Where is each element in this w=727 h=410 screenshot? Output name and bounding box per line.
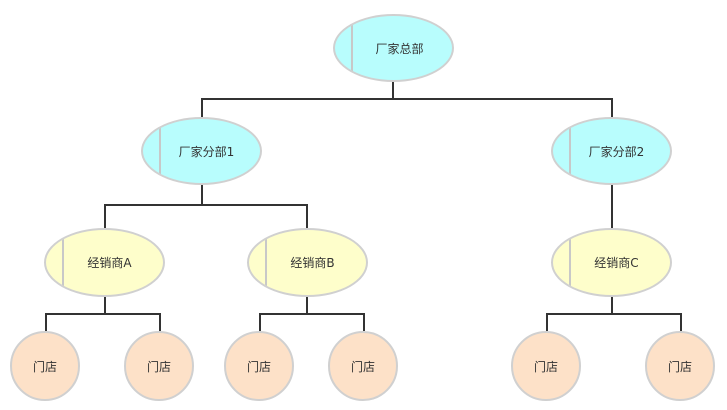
node-divider — [265, 239, 267, 286]
node-hq[interactable]: 厂家总部 — [333, 14, 454, 82]
node-store[interactable]: 门店 — [328, 331, 398, 401]
node-store-label: 门店 — [533, 359, 558, 374]
node-dealer-c[interactable]: 经销商C — [551, 228, 672, 297]
node-store-label: 门店 — [350, 359, 375, 374]
connector-dealerC-store-bus — [546, 313, 682, 331]
node-dealer-c-label: 经销商C — [594, 256, 639, 270]
connector-branch1-dealer-bus — [104, 204, 308, 228]
node-branch-1[interactable]: 厂家分部1 — [141, 117, 262, 185]
node-store[interactable]: 门店 — [511, 331, 581, 401]
node-dealer-a[interactable]: 经销商A — [44, 228, 165, 297]
node-store-label: 门店 — [246, 359, 271, 374]
node-store[interactable]: 门店 — [224, 331, 294, 401]
node-store-label: 门店 — [667, 359, 692, 374]
node-store-label: 门店 — [32, 359, 57, 374]
node-dealer-b-label: 经销商B — [290, 256, 335, 270]
node-divider — [159, 127, 161, 175]
node-divider — [62, 239, 64, 286]
connector-dealerB-store-bus — [259, 313, 365, 331]
node-store[interactable]: 门店 — [10, 331, 80, 401]
node-hq-label: 厂家总部 — [375, 41, 424, 56]
node-store-label: 门店 — [146, 359, 171, 374]
node-branch-2-label: 厂家分部2 — [588, 144, 645, 159]
node-branch-1-label: 厂家分部1 — [178, 144, 235, 159]
node-divider — [569, 239, 571, 286]
node-dealer-b[interactable]: 经销商B — [247, 228, 368, 297]
node-branch-2[interactable]: 厂家分部2 — [551, 117, 672, 185]
connector-dealerA-store-bus — [45, 313, 161, 331]
node-store[interactable]: 门店 — [645, 331, 715, 401]
node-divider — [351, 24, 353, 72]
node-dealer-a-label: 经销商A — [87, 256, 132, 270]
connector-hq-branch-bus — [201, 98, 613, 117]
node-divider — [569, 127, 571, 175]
node-store[interactable]: 门店 — [124, 331, 194, 401]
